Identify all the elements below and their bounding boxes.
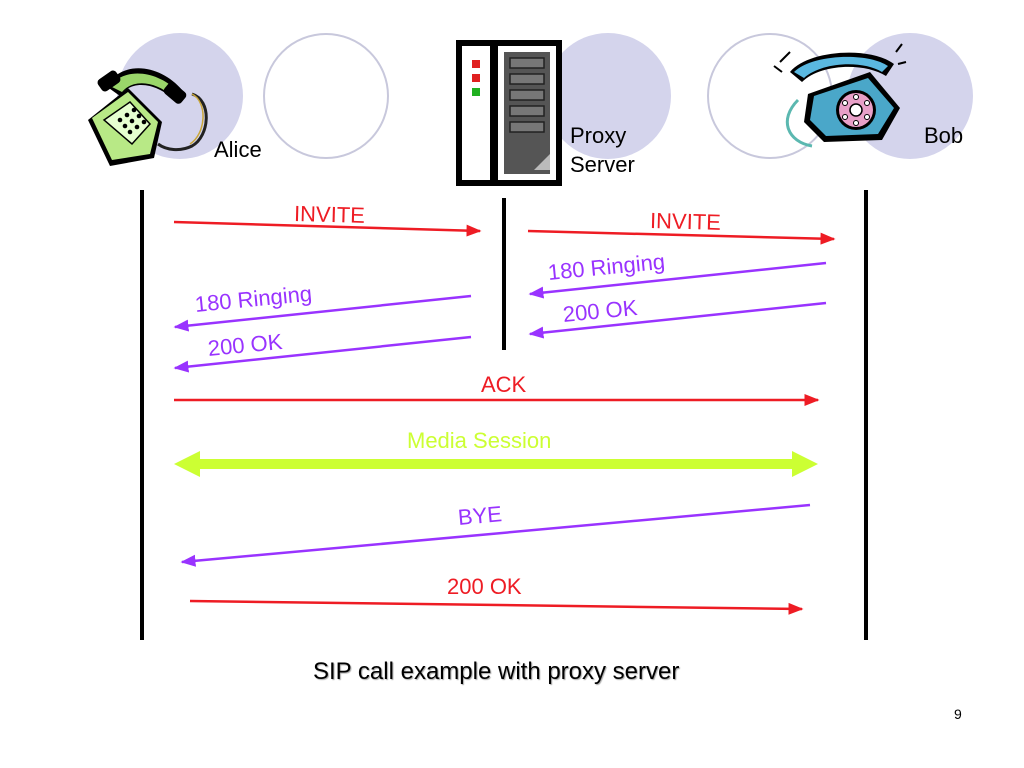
bye-label: BYE bbox=[456, 501, 503, 530]
proxy-label-line1: Proxy bbox=[570, 123, 627, 148]
ok-arrow-1 bbox=[173, 335, 472, 373]
deco-circle bbox=[263, 33, 389, 159]
telephone-icon bbox=[88, 68, 208, 166]
invite-arrow-2 bbox=[527, 229, 836, 245]
bye-arrow bbox=[180, 503, 811, 567]
page-number: 9 bbox=[954, 706, 962, 722]
invite-arrow-1 bbox=[173, 220, 482, 237]
message-arrows bbox=[173, 220, 836, 615]
lifelines bbox=[140, 190, 868, 640]
ack-label: ACK bbox=[481, 372, 527, 397]
ok-final-arrow bbox=[189, 599, 804, 615]
media-session-label: Media Session bbox=[407, 428, 552, 453]
proxy-label-line2: Server bbox=[570, 152, 635, 177]
slide-caption: SIP call example with proxy server bbox=[313, 658, 680, 685]
deco-circle bbox=[545, 33, 671, 159]
bob-label: Bob bbox=[924, 123, 964, 148]
alice-label: Alice bbox=[214, 137, 262, 162]
ringing-arrow-1 bbox=[173, 294, 472, 332]
ringing-arrow-2 bbox=[528, 261, 827, 299]
invite-label-1: INVITE bbox=[293, 201, 366, 228]
ok-arrow-2 bbox=[528, 301, 827, 339]
server-icon bbox=[456, 40, 562, 186]
ok-final-label: 200 OK bbox=[447, 574, 522, 599]
invite-label-2: INVITE bbox=[649, 208, 722, 235]
media-session-arrow bbox=[174, 451, 818, 477]
rotary-telephone-icon bbox=[773, 43, 907, 148]
